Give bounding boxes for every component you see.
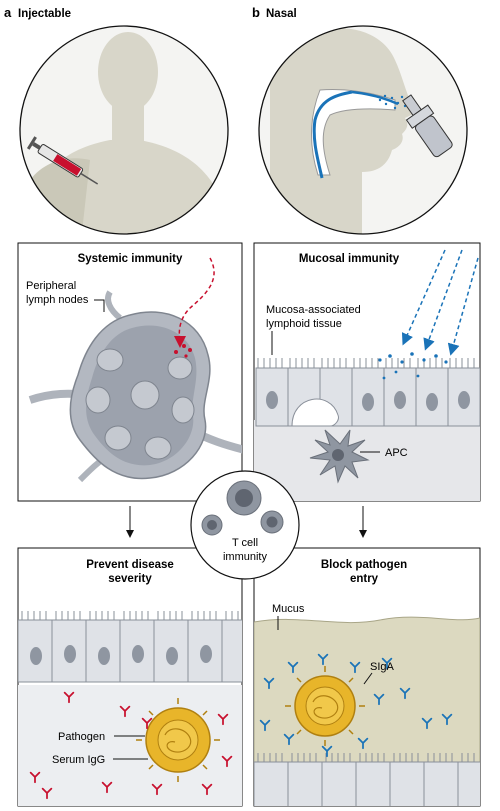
nasal-spray-icon	[402, 94, 453, 158]
t-cell-label-line2: immunity	[223, 551, 268, 563]
antigen-arrows	[401, 249, 479, 356]
lymph-nodes-label: lymph nodes	[26, 294, 89, 306]
systemic-immunity-panel: Systemic immunity Peripheral lymph nodes	[17, 242, 243, 502]
nasal-illustration	[258, 25, 468, 235]
block-title-line1: Block pathogen	[321, 559, 407, 571]
apc-label: APC	[385, 447, 408, 459]
pathogen-virus	[136, 698, 220, 782]
block-entry-panel: Block pathogen entry Mucus SIgA	[253, 547, 481, 807]
pathogen-label: Pathogen	[58, 731, 105, 743]
serum-igg-label: Serum IgG	[52, 754, 105, 766]
t-cell-immunity: T cell immunity	[190, 470, 300, 580]
malt-label-line2: lymphoid tissue	[266, 318, 342, 330]
prevent-title-line1: Prevent disease	[86, 559, 174, 571]
panel-b-letter: b	[252, 5, 260, 20]
t-cell-label-line1: T cell	[232, 537, 258, 549]
peripheral-label: Peripheral	[26, 280, 76, 292]
siga-label: SIgA	[370, 661, 395, 673]
prevent-title-line2: severity	[108, 573, 152, 585]
apc-cell	[309, 429, 370, 484]
panel-a-title: Injectable	[18, 8, 71, 20]
pathogen-virus-mucosal	[285, 666, 365, 746]
mucosal-epithelium	[255, 367, 480, 427]
panel-b-title: Nasal	[266, 8, 297, 20]
block-title-line2: entry	[350, 573, 379, 585]
panel-a-letter: a	[4, 5, 12, 20]
antigen-dots	[174, 344, 192, 358]
t-cell-illustration	[201, 480, 284, 536]
prevent-severity-panel: Prevent disease severity Pathogen Serum …	[17, 547, 243, 807]
injectable-illustration	[19, 25, 229, 235]
mucus-label: Mucus	[272, 603, 305, 615]
mucosal-immunity-title: Mucosal immunity	[299, 253, 400, 265]
mucosal-immunity-panel: Mucosal immunity Mucosa-associated lymph…	[253, 242, 481, 502]
systemic-immunity-title: Systemic immunity	[78, 253, 183, 265]
syringe-icon	[26, 136, 99, 185]
malt-label-line1: Mucosa-associated	[266, 304, 361, 316]
